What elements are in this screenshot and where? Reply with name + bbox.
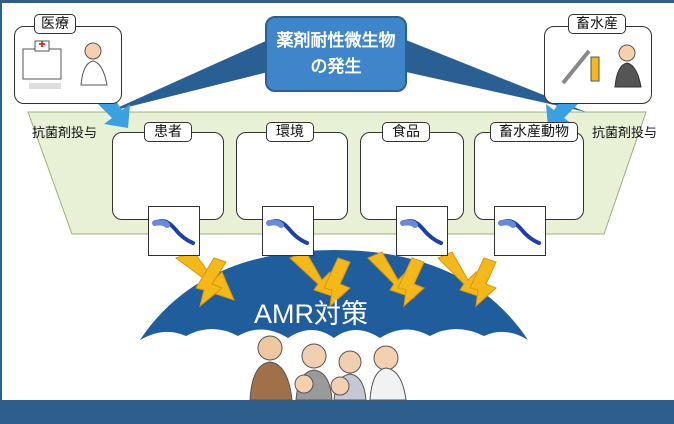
bacteria-icon-food <box>396 206 448 256</box>
lightning-bolts <box>174 251 497 308</box>
title-box: 薬剤耐性微生物 の発生 <box>265 16 407 92</box>
bacteria-icon <box>152 219 195 245</box>
livestock-label: 畜水産 <box>568 14 626 34</box>
admin-label-left: 抗菌剤投与 <box>32 126 98 141</box>
bacteria-icon <box>498 219 541 245</box>
title-connector-right <box>406 40 586 112</box>
title-line-1: 薬剤耐性微生物 <box>276 31 396 51</box>
category-label-environment: 環境 <box>266 122 314 142</box>
category-box-patient <box>112 132 224 220</box>
category-label-patient: 患者 <box>144 122 192 142</box>
people-illustration <box>249 335 407 401</box>
title-line-2: の発生 <box>310 57 362 77</box>
bacteria-icon <box>400 219 443 245</box>
injection-icon <box>561 44 642 88</box>
bacteria-icon <box>266 219 309 245</box>
medical-box <box>14 26 122 104</box>
bacteria-icon-environment <box>262 206 314 256</box>
bottom-band <box>0 400 674 424</box>
category-label-food: 食品 <box>382 122 430 142</box>
category-box-environment <box>236 132 348 220</box>
admin-label-right: 抗菌剤投与 <box>592 126 658 141</box>
medical-label: 医療 <box>34 14 76 34</box>
bacteria-icon-patient <box>148 206 200 256</box>
hospital-doctor-icon <box>22 40 108 89</box>
livestock-box <box>544 26 652 104</box>
bacteria-icon-livestock <box>494 206 546 256</box>
category-label-livestock: 畜水産動物 <box>490 122 578 142</box>
amr-label: AMR対策 <box>254 299 368 329</box>
title-connector-left <box>108 40 268 112</box>
